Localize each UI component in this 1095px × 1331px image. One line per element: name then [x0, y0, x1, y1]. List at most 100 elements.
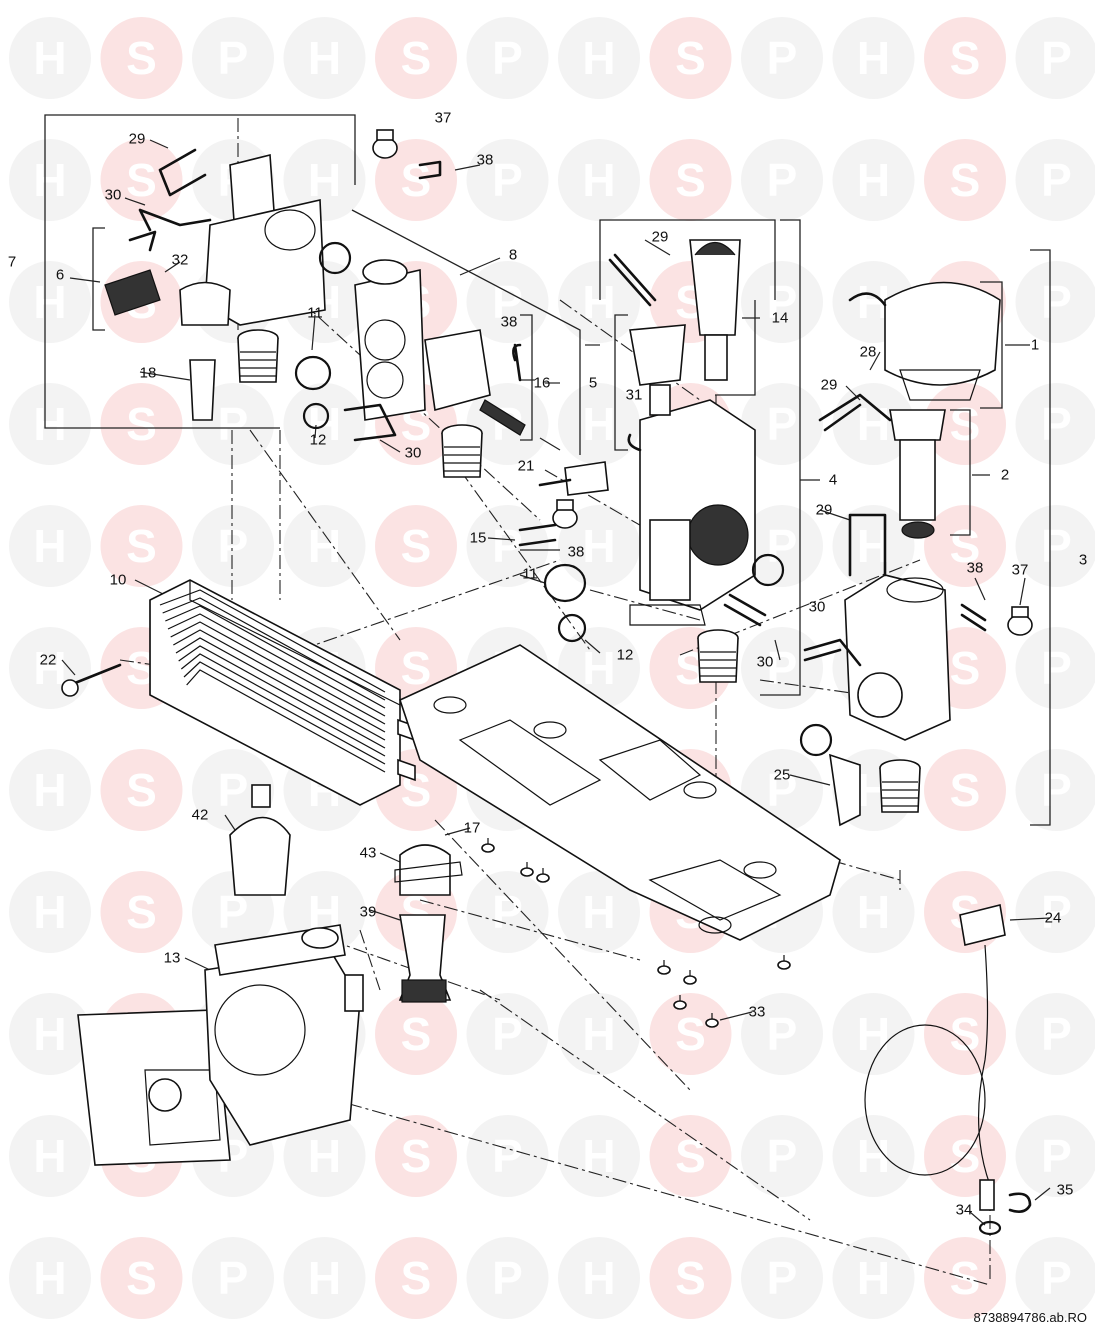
pump-dial: [148, 1078, 182, 1112]
watermark-circle: [649, 1237, 732, 1319]
watermark-badge: P: [466, 1115, 549, 1197]
watermark-circle: [375, 17, 457, 99]
microswitch-lever: [538, 478, 572, 487]
watermark-circle: [9, 871, 91, 953]
watermark-circle: [100, 1237, 183, 1319]
watermark-letter: P: [492, 32, 523, 84]
watermark-letter: S: [126, 520, 157, 572]
plug-stem: [376, 129, 394, 141]
watermark-letter: P: [1041, 520, 1072, 572]
watermark-badge: H: [832, 139, 915, 221]
watermark-letter: S: [126, 154, 157, 206]
watermark-badge: P: [192, 1237, 274, 1319]
group-bracket: [520, 314, 533, 441]
capillary-loop: [864, 1024, 986, 1176]
watermark-letter: S: [675, 1008, 706, 1060]
heat-exchanger-fin: [183, 661, 386, 765]
watermark-circle: [375, 993, 457, 1075]
pipe-connector: [879, 759, 921, 813]
retaining-clip: [627, 433, 642, 452]
pipe-connector: [441, 424, 483, 478]
watermark-letter: S: [401, 1008, 432, 1060]
watermark-letter: S: [401, 1252, 432, 1304]
watermark-circle: [9, 383, 91, 465]
manifold-block: [424, 329, 491, 412]
insert-body: [899, 439, 936, 521]
watermark-circle: [832, 17, 915, 99]
heat-exchanger-fin: [165, 605, 386, 709]
heat-exchanger-fin: [178, 645, 386, 749]
watermark-badge: P: [741, 139, 823, 221]
watermark-letter: S: [126, 32, 157, 84]
watermark-circle: [832, 505, 915, 587]
watermark-circle: [1015, 627, 1095, 709]
watermark-letter: P: [1041, 886, 1072, 938]
bleed-plug: [1007, 606, 1033, 636]
screw-head: [481, 843, 495, 853]
leader-line: [644, 239, 671, 256]
watermark-circle: [1015, 993, 1095, 1075]
watermark-badge: H: [832, 871, 915, 953]
air-vent-body: [229, 816, 291, 896]
watermark-circle: [1015, 505, 1095, 587]
watermark-letter: H: [857, 154, 890, 206]
callout-11: 11: [307, 305, 323, 322]
watermark-circle: [741, 1115, 823, 1197]
clip-body: [398, 914, 452, 1001]
watermark-badge: H: [558, 17, 640, 99]
watermark-letter: H: [33, 32, 66, 84]
watermark-letter: P: [492, 886, 523, 938]
callout-5: 5: [589, 375, 597, 392]
watermark-letter: H: [582, 520, 615, 572]
watermark-badge: P: [741, 993, 823, 1075]
watermark-letter: H: [582, 1008, 615, 1060]
watermark-letter: P: [1041, 764, 1072, 816]
watermark-circle: [9, 139, 91, 221]
watermark-badge: S: [375, 1115, 457, 1197]
watermark-badge: P: [192, 17, 274, 99]
leader-line: [184, 957, 211, 971]
callout-30: 30: [757, 654, 774, 671]
watermark-letter: S: [950, 1252, 981, 1304]
bleed-plug: [372, 129, 398, 159]
watermark-circle: [100, 17, 183, 99]
base-plate-cutout: [458, 719, 602, 806]
temp-sensor: [479, 399, 526, 436]
o-ring-seal: [302, 402, 330, 430]
callout-29: 29: [816, 502, 833, 519]
watermark-circle: [9, 1115, 91, 1197]
watermark-letter: H: [857, 886, 890, 938]
heat-exchanger-fin: [167, 613, 386, 717]
screw-head: [705, 1018, 719, 1028]
assembly-axis-line: [299, 1089, 991, 1286]
watermark-letter: P: [1041, 276, 1072, 328]
watermark-letter: P: [1041, 398, 1072, 450]
watermark-letter: H: [857, 32, 890, 84]
watermark-letter: S: [126, 764, 157, 816]
sensor-probe: [479, 399, 526, 436]
screw: [777, 955, 791, 970]
base-plate: [399, 644, 841, 941]
watermark-circle: [558, 871, 640, 953]
watermark-badge: S: [649, 1115, 732, 1197]
watermark-letter: H: [582, 398, 615, 450]
watermark-letter: P: [492, 276, 523, 328]
watermark-badge: H: [283, 17, 366, 99]
callout-38: 38: [967, 560, 984, 577]
watermark-badge: P: [466, 139, 549, 221]
watermark-circle: [100, 749, 183, 831]
callout-12: 12: [310, 432, 327, 449]
callout-39: 39: [360, 904, 377, 921]
watermark-circle: [283, 1237, 366, 1319]
manifold-hole: [364, 319, 406, 361]
retaining-clip: [803, 638, 862, 667]
leader-line: [819, 509, 851, 521]
callout-38: 38: [501, 314, 518, 331]
callout-29: 29: [129, 131, 146, 148]
heat-exchanger-fin: [159, 589, 386, 693]
screws: [481, 838, 791, 1028]
watermark-badge: P: [1015, 871, 1095, 953]
leader-line: [164, 261, 181, 273]
watermark-letter: P: [218, 520, 249, 572]
base-plate-hole: [433, 696, 467, 714]
